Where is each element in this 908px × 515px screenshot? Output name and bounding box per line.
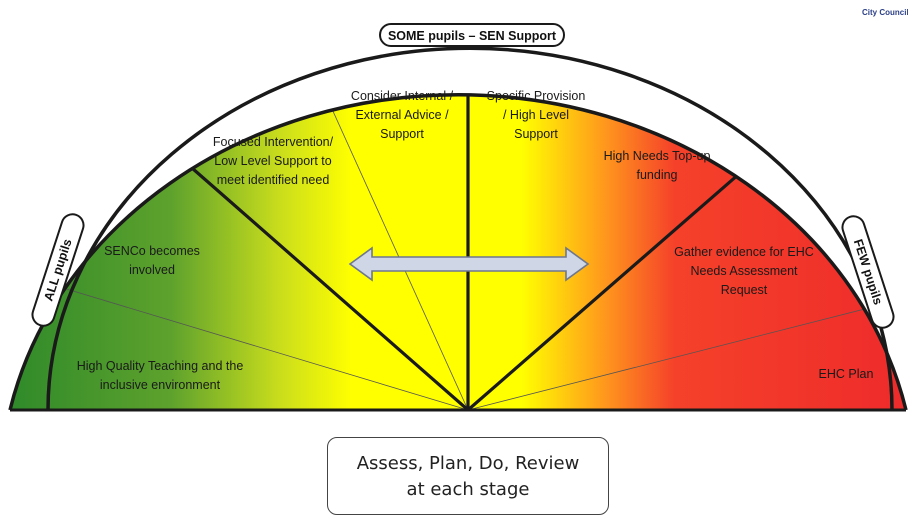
focused-line-1: Focused Intervention/	[213, 135, 334, 149]
consider-line-2: External Advice /	[355, 108, 449, 122]
ehc-plan-label: EHC Plan	[819, 367, 874, 381]
consider-line-3: Support	[380, 127, 424, 141]
topup-line-1: High Needs Top-up	[604, 149, 711, 163]
segment-focused-intervention: Focused Intervention/ Low Level Support …	[213, 135, 334, 187]
council-logo-text: City Council	[862, 8, 908, 17]
hqt-line-2: inclusive environment	[100, 378, 221, 392]
segment-specific-provision: Specific Provision / High Level Support	[487, 89, 586, 141]
consider-line-1: Consider Internal /	[351, 89, 454, 103]
gradient-semicircle	[10, 94, 906, 410]
thin-divider-lines	[29, 94, 901, 410]
double-headed-arrow-icon	[348, 246, 590, 282]
few-pupils-pill: FEW pupils	[841, 215, 895, 329]
gather-line-2: Needs Assessment	[691, 264, 799, 278]
specific-line-1: Specific Provision	[487, 89, 586, 103]
segment-senco-involved: SENCo becomes involved	[104, 244, 200, 277]
specific-line-2: / High Level	[503, 108, 569, 122]
segment-high-quality-teaching: High Quality Teaching and the inclusive …	[77, 359, 244, 392]
some-pupils-pill: SOME pupils – SEN Support	[379, 23, 565, 47]
focused-line-3: meet identified need	[217, 173, 330, 187]
topup-line-2: funding	[636, 168, 677, 182]
gather-line-1: Gather evidence for EHC	[674, 245, 814, 259]
footer-line-1: Assess, Plan, Do, Review	[356, 453, 580, 474]
thick-divider-lines	[158, 94, 780, 410]
segment-gather-evidence: Gather evidence for EHC Needs Assessment…	[674, 245, 814, 297]
footer-line-2: at each stage	[406, 479, 530, 500]
assess-plan-do-review-box: Assess, Plan, Do, Review at each stage	[327, 437, 609, 515]
segment-consider-internal: Consider Internal / External Advice / Su…	[351, 89, 454, 141]
gather-line-3: Request	[721, 283, 768, 297]
some-pupils-label: SOME pupils – SEN Support	[388, 29, 557, 43]
senco-line-1: SENCo becomes	[104, 244, 200, 258]
segment-high-needs-topup: High Needs Top-up funding	[604, 149, 711, 182]
segment-ehc-plan: EHC Plan	[819, 367, 874, 381]
specific-line-3: Support	[514, 127, 558, 141]
senco-line-2: involved	[129, 263, 175, 277]
focused-line-2: Low Level Support to	[214, 154, 331, 168]
inner-arc	[46, 46, 894, 411]
hqt-line-1: High Quality Teaching and the	[77, 359, 244, 373]
